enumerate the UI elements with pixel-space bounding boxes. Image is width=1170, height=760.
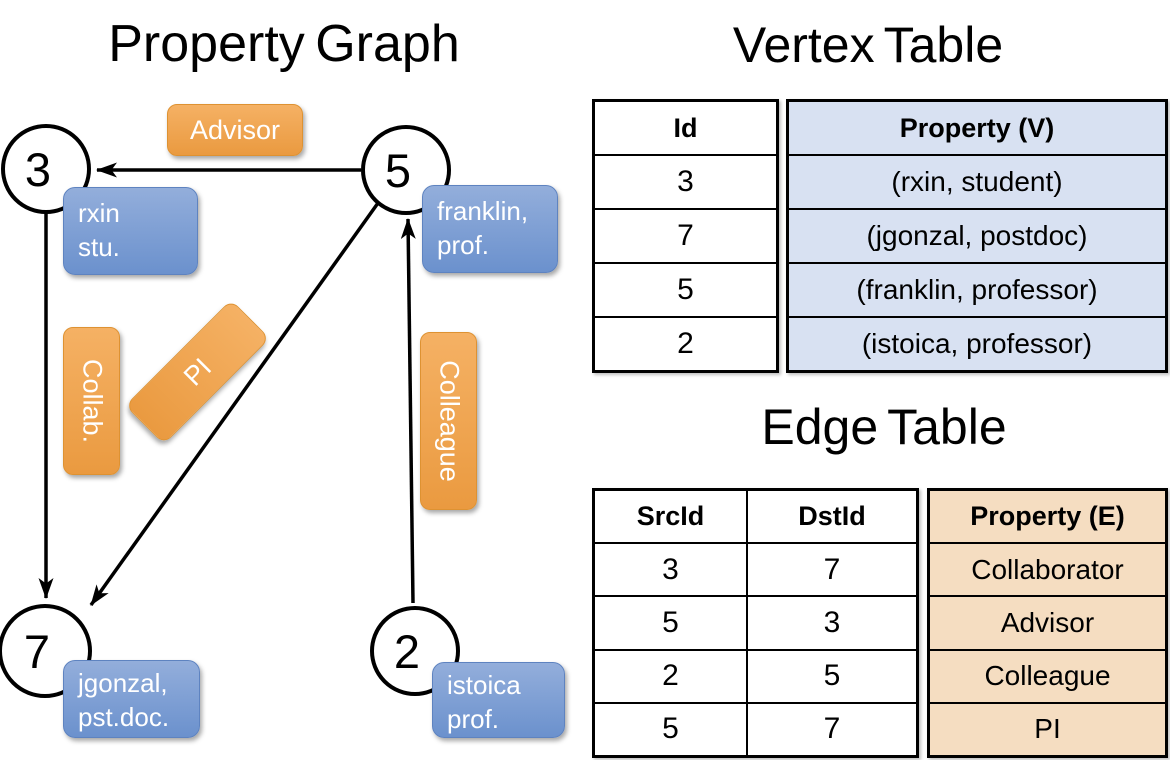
vertex-id-label: 5: [384, 143, 412, 197]
vertex-table-title: Vertex Table: [732, 17, 1004, 73]
table-cell: 7: [823, 712, 841, 746]
vertex-property-box-franklin: franklin, prof.: [422, 185, 558, 273]
property-graph-title: Property Graph: [108, 15, 460, 73]
vertex-property-line: jgonzal,: [78, 668, 168, 698]
vertex-property-line: franklin,: [437, 196, 529, 226]
table-cell: (franklin, professor): [789, 262, 1165, 316]
table-cell: 5: [595, 262, 776, 316]
table-cell: PI: [930, 701, 1165, 755]
vertex-property-box-jgonzal: jgonzal, pst.doc.: [63, 660, 200, 738]
vertex-property-line: rxin: [78, 198, 120, 228]
graph-edges: [38, 162, 416, 607]
edge-table-title: Edge Table: [761, 399, 1007, 455]
vertex-node-2: 2: [370, 606, 460, 696]
table-cell: 3: [823, 606, 841, 639]
vertex-table-header-id: Id: [673, 112, 698, 143]
vertex-id-label: 7: [23, 624, 51, 678]
vertex-property-box-rxin: rxin stu.: [63, 187, 198, 275]
edge-label-advisor: Advisor: [167, 104, 303, 156]
table-cell: 2: [595, 650, 748, 702]
edge-label-text: Collab.: [77, 358, 107, 444]
edge-label-text: Colleague: [434, 360, 464, 482]
edge-table-header-property: Property (E): [970, 501, 1125, 532]
edge-label-text: PI: [177, 352, 217, 392]
vertex-property-line: pst.doc.: [78, 702, 170, 733]
vertex-id-label: 2: [393, 624, 421, 678]
table-cell: (jgonzal, postdoc): [789, 208, 1165, 262]
table-cell: 5: [595, 703, 748, 756]
edge-label-text: Advisor: [189, 114, 281, 145]
edge-label-collab: Collab.: [63, 327, 120, 475]
vertex-table-id-column: Id 3 7 5 2: [592, 99, 779, 373]
vertex-property-line: prof.: [437, 230, 490, 261]
edge-table-ids-columns: SrcId DstId 3 7 5 3 2 5 5 7: [592, 488, 919, 758]
table-cell: (rxin, student): [789, 154, 1165, 208]
vertex-property-line: stu.: [78, 232, 120, 263]
vertex-property-box-istoica: istoica prof.: [432, 662, 565, 738]
vertex-property-line: istoica: [447, 670, 521, 700]
edge-pi-5-to-7: [89, 201, 380, 607]
table-cell: 7: [823, 552, 841, 586]
edge-colleague-2-to-5: [400, 218, 416, 604]
table-cell: 5: [595, 597, 748, 649]
edge-table-header-dstid: DstId: [798, 501, 866, 532]
table-cell: (istoica, professor): [789, 316, 1165, 370]
table-cell: Colleague: [930, 648, 1165, 702]
vertex-table-header-property: Property (V): [899, 112, 1055, 143]
table-cell: Collaborator: [930, 542, 1165, 595]
edge-label-colleague: Colleague: [420, 332, 477, 510]
table-cell: Advisor: [930, 595, 1165, 648]
table-cell: 2: [595, 316, 776, 370]
table-cell: 7: [595, 208, 776, 262]
edge-table-header-srcid: SrcId: [595, 491, 748, 543]
table-cell: 3: [595, 544, 748, 596]
vertex-table-property-column: Property (V) (rxin, student) (jgonzal, p…: [786, 99, 1168, 373]
vertex-property-line: prof.: [447, 704, 500, 735]
vertex-id-label: 3: [24, 142, 52, 196]
edge-table-property-column: Property (E) Collaborator Advisor Collea…: [927, 488, 1168, 758]
vertex-node-5: 5: [361, 125, 451, 215]
table-cell: 3: [595, 154, 776, 208]
table-cell: 5: [823, 659, 841, 693]
